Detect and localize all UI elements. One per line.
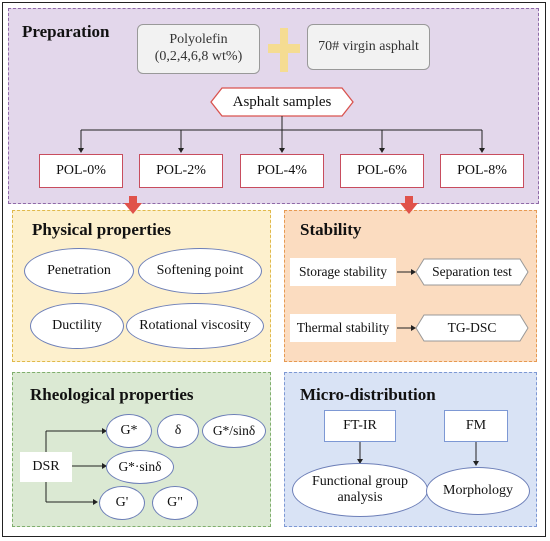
- separation-hexagon: [415, 258, 529, 286]
- virgin-asphalt-label: 70# virgin asphalt: [318, 38, 419, 54]
- asphalt-samples-hexagon: [210, 87, 354, 117]
- virgin-asphalt-box: 70# virgin asphalt: [307, 24, 430, 70]
- gstar-div-sin-ellipse: G*/sinδ: [202, 414, 266, 448]
- dsr-label: DSR: [32, 458, 60, 474]
- pol-0-box: POL-0%: [39, 154, 123, 188]
- pol-6-box: POL-6%: [340, 154, 424, 188]
- rotational-viscosity-ellipse: Rotational viscosity: [126, 303, 264, 349]
- storage-stability-box: Storage stability: [290, 258, 396, 286]
- down-arrow-icon: [400, 196, 418, 214]
- tgdsc-hexagon: [415, 314, 529, 342]
- thermal-stability-box: Thermal stability: [290, 314, 396, 342]
- gprime-ellipse: G': [99, 486, 145, 520]
- gdprime-ellipse: G": [152, 486, 198, 520]
- plus-icon: [266, 24, 302, 74]
- rotational-viscosity-label: Rotational viscosity: [139, 317, 251, 333]
- pol-8-label: POL-8%: [457, 162, 507, 178]
- delta-label: δ: [174, 422, 182, 438]
- penetration-ellipse: Penetration: [24, 248, 134, 294]
- asphalt-samples-label: Asphalt samples: [232, 94, 332, 110]
- ductility-ellipse: Ductility: [30, 303, 124, 349]
- gdprime-label: G": [167, 494, 183, 510]
- gstar-sin-ellipse: G*·sinδ: [106, 450, 174, 484]
- diagram-frame: [2, 2, 546, 537]
- polyolefin-label: Polyolefin (0,2,4,6,8 wt%): [154, 32, 243, 64]
- pol-2-label: POL-2%: [156, 162, 206, 178]
- morphology-ellipse: Morphology: [426, 467, 530, 515]
- tgdsc-label: TG-DSC: [447, 319, 497, 335]
- penetration-label: Penetration: [47, 262, 111, 278]
- polyolefin-box: Polyolefin (0,2,4,6,8 wt%): [137, 24, 260, 74]
- pol-0-label: POL-0%: [56, 162, 106, 178]
- preparation-title: Preparation: [22, 22, 110, 41]
- gprime-label: G': [115, 494, 129, 510]
- pol-4-label: POL-4%: [257, 162, 307, 178]
- gstar-div-sin-label: G*/sinδ: [212, 423, 256, 439]
- fm-label: FM: [465, 417, 487, 433]
- pol-6-label: POL-6%: [357, 162, 407, 178]
- softening-point-ellipse: Softening point: [138, 248, 262, 294]
- gstar-ellipse: G*: [106, 414, 152, 448]
- functional-group-label: Functional group analysis: [311, 473, 409, 505]
- tgdsc-box: TG-DSC: [424, 315, 520, 341]
- separation-test-label: Separation test: [432, 263, 512, 279]
- pol-2-box: POL-2%: [139, 154, 223, 188]
- pol-4-box: POL-4%: [240, 154, 324, 188]
- physical-title: Physical properties: [32, 220, 171, 239]
- separation-test-box: Separation test: [424, 259, 520, 285]
- ftir-box: FT-IR: [324, 410, 396, 442]
- ductility-label: Ductility: [52, 317, 102, 333]
- down-arrow-icon: [124, 196, 142, 214]
- pol-8-box: POL-8%: [440, 154, 524, 188]
- ftir-label: FT-IR: [343, 417, 377, 433]
- asphalt-samples-box: Asphalt samples: [222, 88, 342, 116]
- thermal-stability-label: Thermal stability: [296, 319, 390, 335]
- gstar-sin-label: G*·sinδ: [118, 459, 162, 475]
- fm-box: FM: [444, 410, 508, 442]
- micro-title: Micro-distribution: [300, 385, 436, 404]
- rheological-title: Rheological properties: [30, 385, 194, 404]
- stability-title: Stability: [300, 220, 362, 239]
- gstar-label: G*: [120, 422, 138, 438]
- storage-stability-label: Storage stability: [298, 263, 388, 279]
- delta-ellipse: δ: [157, 414, 199, 448]
- dsr-box: DSR: [20, 452, 72, 482]
- softening-point-label: Softening point: [156, 262, 244, 278]
- functional-group-ellipse: Functional group analysis: [292, 463, 428, 517]
- morphology-label: Morphology: [443, 482, 513, 498]
